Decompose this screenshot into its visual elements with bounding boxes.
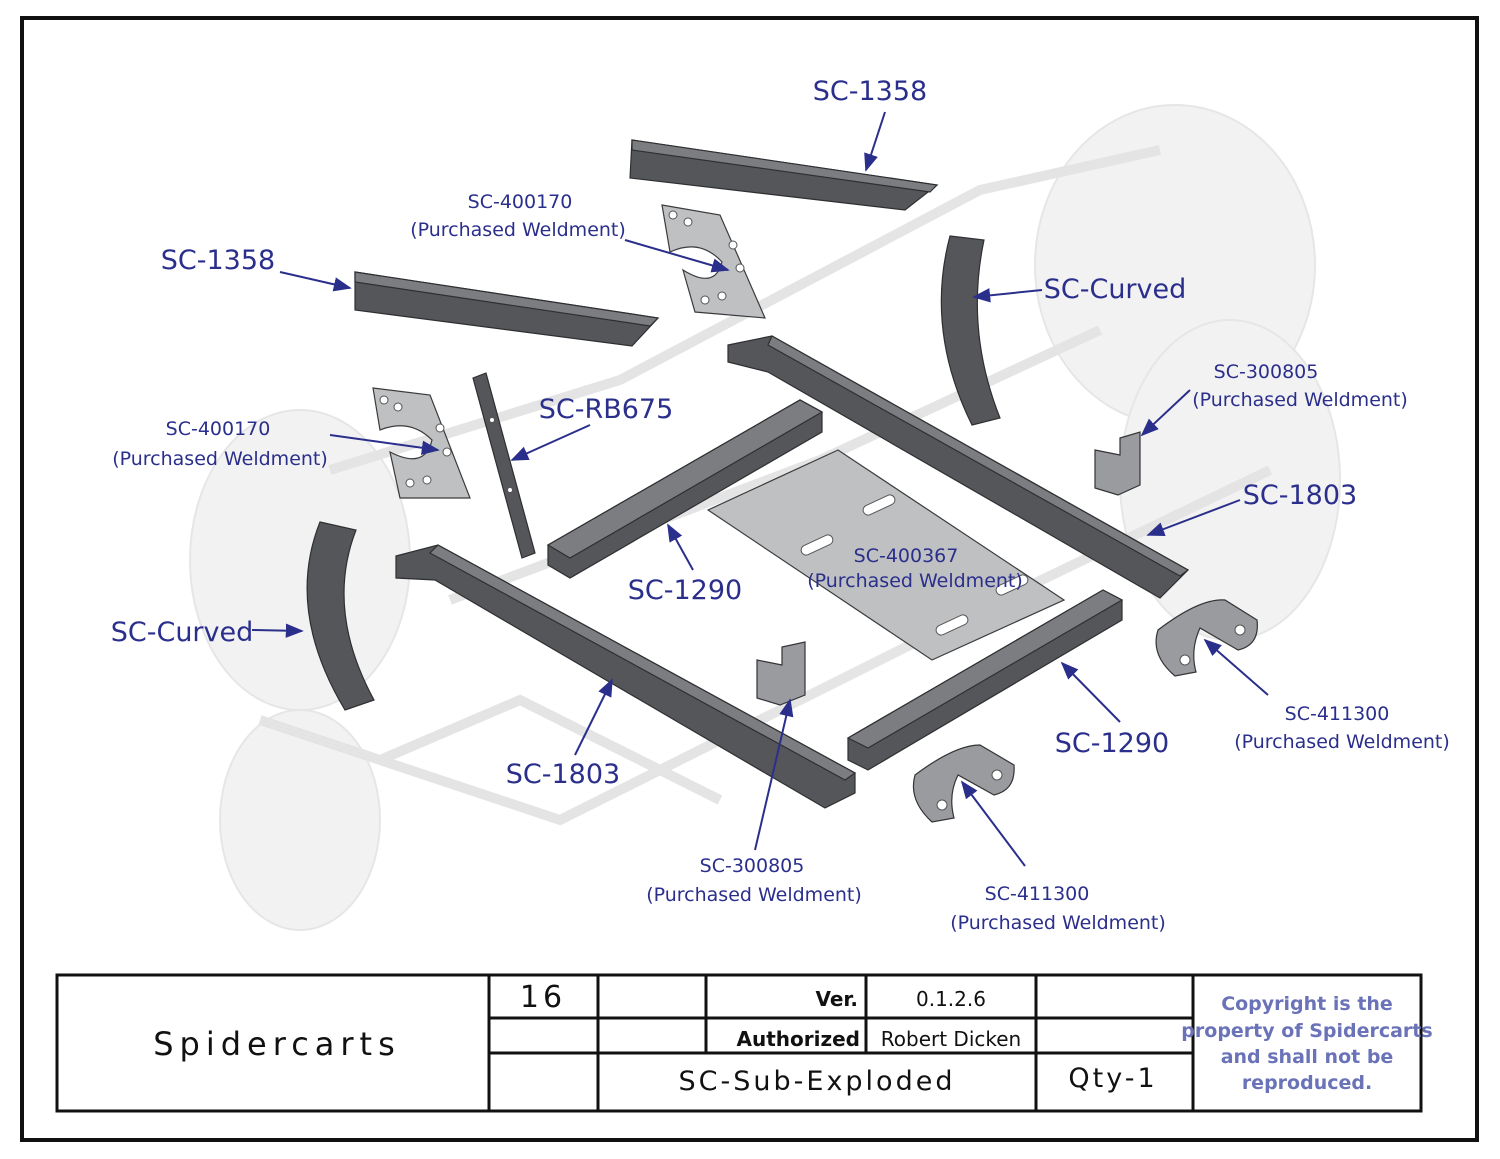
leader-sc-1290-right bbox=[1060, 661, 1121, 723]
label-sc-1358-top: SC-1358 bbox=[813, 76, 927, 107]
part-sc-curved-left bbox=[306, 521, 375, 711]
part-sc-1358-left bbox=[354, 271, 660, 347]
label-sc-400170-left: SC-400170 bbox=[166, 418, 271, 440]
sheet-number: 16 bbox=[520, 980, 566, 1015]
label-sc-1803-left: SC-1803 bbox=[506, 759, 620, 790]
leader-sc-1290-left bbox=[667, 523, 694, 571]
leader-sc-curved-right bbox=[972, 288, 1043, 303]
label-sc-1290-right: SC-1290 bbox=[1055, 728, 1169, 759]
copyright-line-3: and shall not be bbox=[1221, 1046, 1394, 1068]
leader-sc-300805-bottom bbox=[754, 698, 794, 851]
leader-sc-1358-left bbox=[279, 271, 352, 292]
part-sc-300805-right bbox=[1094, 431, 1141, 496]
copyright-line-2: property of Spidercarts bbox=[1181, 1020, 1432, 1042]
drawing-name: SC-Sub-Exploded bbox=[679, 1066, 956, 1097]
leader-sc-curved-left bbox=[251, 623, 304, 638]
ver-value: 0.1.2.6 bbox=[916, 987, 986, 1011]
label-sc-1358-left: SC-1358 bbox=[161, 245, 275, 276]
leader-sc-400170-left bbox=[329, 434, 440, 455]
label-sc-1803-right: SC-1803 bbox=[1243, 480, 1357, 511]
leader-sc-1803-right bbox=[1146, 499, 1241, 536]
part-sc-300805-bottom bbox=[756, 641, 806, 706]
label-sc-411300-bottom: SC-411300 bbox=[985, 883, 1090, 905]
leader-sc-411300-bottom bbox=[960, 780, 1026, 867]
label-sc-curved-right: SC-Curved bbox=[1044, 274, 1187, 305]
company-name: Spidercarts bbox=[153, 1025, 401, 1063]
label-sc-411300-right-sub: (Purchased Weldment) bbox=[1234, 731, 1450, 753]
authorized-value: Robert Dicken bbox=[881, 1027, 1021, 1051]
part-sc-1803-right bbox=[727, 335, 1190, 599]
label-sc-400170-top-sub: (Purchased Weldment) bbox=[410, 219, 626, 241]
part-sc-1290-right bbox=[846, 589, 1124, 771]
label-sc-400367: SC-400367 bbox=[854, 545, 959, 567]
ver-label: Ver. bbox=[815, 987, 858, 1011]
label-sc-411300-bottom-sub: (Purchased Weldment) bbox=[950, 912, 1166, 934]
part-sc-400367-plate bbox=[706, 449, 1066, 661]
part-sc-1290-left bbox=[546, 399, 824, 579]
part-sc-411300-right bbox=[1155, 599, 1258, 677]
label-sc-curved-left: SC-Curved bbox=[111, 617, 254, 648]
part-sc-400170-top bbox=[661, 204, 766, 319]
leader-sc-1358-top bbox=[864, 111, 886, 172]
part-sc-1803-left bbox=[395, 544, 857, 809]
part-sc-rb675 bbox=[472, 372, 536, 559]
authorized-label: Authorized bbox=[737, 1027, 861, 1051]
label-sc-1290-left: SC-1290 bbox=[628, 575, 742, 606]
sheet-border bbox=[20, 16, 1479, 1142]
quantity: Qty-1 bbox=[1068, 1063, 1157, 1094]
title-block: Spidercarts 16 Ver. 0.1.2.6 Authorized R… bbox=[55, 973, 1433, 1113]
leader-sc-300805-right bbox=[1140, 389, 1191, 437]
leader-sc-1803-left bbox=[574, 678, 613, 756]
copyright-line-1: Copyright is the bbox=[1221, 993, 1393, 1015]
leader-sc-400170-top bbox=[624, 239, 730, 273]
label-sc-300805-right: SC-300805 bbox=[1214, 361, 1319, 383]
part-sc-411300-bottom bbox=[912, 744, 1015, 823]
label-sc-300805-right-sub: (Purchased Weldment) bbox=[1192, 389, 1408, 411]
label-sc-300805-bottom-sub: (Purchased Weldment) bbox=[646, 884, 862, 906]
label-sc-400367-sub: (Purchased Weldment) bbox=[807, 570, 1023, 592]
leader-sc-411300-right bbox=[1203, 638, 1269, 696]
label-sc-411300-right: SC-411300 bbox=[1285, 703, 1390, 725]
leader-sc-rb675 bbox=[510, 424, 591, 461]
label-sc-300805-bottom: SC-300805 bbox=[700, 855, 805, 877]
label-sc-400170-top: SC-400170 bbox=[468, 191, 573, 213]
part-sc-1358-top bbox=[629, 139, 939, 211]
copyright-line-4: reproduced. bbox=[1242, 1072, 1372, 1094]
label-sc-400170-left-sub: (Purchased Weldment) bbox=[112, 448, 328, 470]
label-sc-rb675: SC-RB675 bbox=[539, 394, 674, 425]
